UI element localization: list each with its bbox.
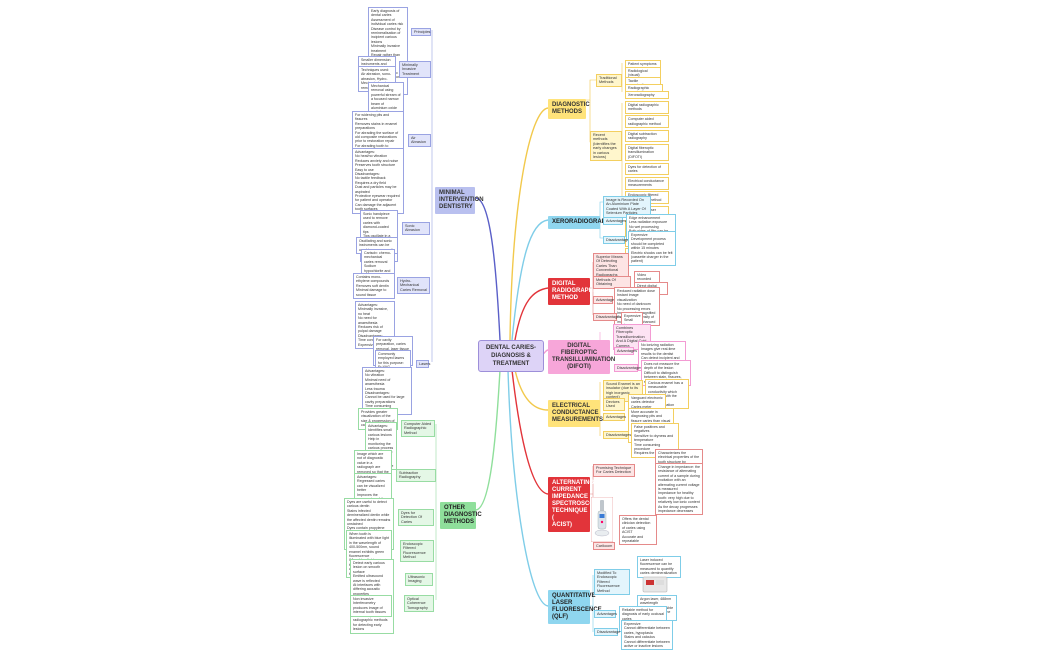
digital-advantages-node[interactable]: Advantages — [593, 296, 616, 305]
xeroradiography-topic[interactable]: XERORADIOGRAPHY — [548, 216, 614, 229]
xero-disadvantage-leaf: Expensive Development process should be … — [628, 231, 676, 266]
digital-intro-node[interactable]: Superior Means Of Detecting Caries Than … — [593, 253, 629, 280]
recent-item: Digital radiographic methods — [625, 100, 669, 114]
traditional-methods-node[interactable]: Traditional Methods — [596, 74, 622, 87]
recent-item: Xeroradiography — [625, 91, 669, 100]
central-topic-label: DENTAL CARIES- DIAGNOSIS & TREATMENT — [485, 345, 537, 367]
xero-disadvantage-node[interactable]: Disadvantage — [603, 236, 629, 245]
acist-leaf-impedance: Change in impedance: the resistance of a… — [655, 463, 703, 516]
mid-air-abrasion-node[interactable]: Air Abrasion — [408, 134, 431, 147]
ecm-advantages-node[interactable]: Advantages — [603, 413, 626, 422]
ecm-intro-node[interactable]: Sound Enamel is an insulator (due to its… — [603, 380, 643, 402]
other-diagnostic-topic[interactable]: OTHER DIAGNOSTIC METHODS — [440, 502, 482, 529]
digital-disadvantages-node[interactable]: Disadvantages — [593, 313, 621, 322]
difoti-topic[interactable]: DIGITAL FIBEROPTIC TRANSILLUMINATION (DI… — [548, 340, 615, 374]
mid-hmc-leaf-2: Contains mono-ethylene compounds Removes… — [353, 273, 395, 300]
recent-item: Digital subtraction radiography — [625, 129, 669, 143]
electrical-conductance-topic[interactable]: ELECTRICAL CONDUCTANCE MEASUREMENTS — [548, 400, 603, 427]
acist-topic[interactable]: ALTERNATING CURRENT IMPEDANCE SPECTROSCO… — [548, 477, 602, 532]
other-oct-leaf: Non invasive Interferometry produces ima… — [350, 595, 392, 617]
recent-item: Electrical conductance measurements — [625, 176, 669, 190]
qlf-advantages-node[interactable]: Advantages — [594, 610, 617, 619]
recent-item: Computer aided radiographic method — [625, 115, 669, 129]
other-oct-node[interactable]: Optical Coherence Tomography — [404, 595, 434, 613]
other-cad-node[interactable]: Computer Aided Radiographic Method — [401, 420, 435, 438]
qlf-disadvantage-node[interactable]: Disadvantage — [594, 628, 620, 637]
qlf-disadvantage-leaf: Expensive Cannot differentiate between c… — [621, 620, 673, 650]
carikoom-device-image — [590, 496, 614, 543]
mid-hydro-mechanical-node[interactable]: Hydro-Mechanical Caries Removal — [397, 277, 430, 295]
mid-sonic-abrasion-node[interactable]: Sonic Abrasion — [402, 222, 430, 235]
recent-item: Dyes for detection of caries — [625, 162, 669, 176]
carikoom-caption: Carikoom — [593, 542, 615, 551]
mid-minimally-invasive-node[interactable]: Minimally Invasive Treatment — [399, 61, 431, 79]
mid-laser-leaf-3: Advantages: No vibration Minimal need of… — [362, 367, 412, 416]
qlf-intro-node[interactable]: Modified To Endoscopic Filtered Fluoresc… — [594, 569, 630, 596]
other-ultrasonic-node[interactable]: Ultrasonic Imaging — [405, 573, 433, 586]
other-dyes-node[interactable]: Dyes for Detection Of Caries — [398, 509, 434, 527]
recent-methods-node[interactable]: Recent methods (Identifies the early cha… — [590, 131, 622, 162]
qlf-device-image — [641, 574, 671, 596]
mid-principles-node[interactable]: Principles — [411, 28, 431, 37]
ecm-disadvantages-node[interactable]: Disadvantages — [603, 431, 631, 440]
ecm-devices-node[interactable]: Devices Used — [603, 398, 625, 411]
acist-intro-node[interactable]: Promising Technique For Caries Detection — [593, 464, 635, 477]
other-eff-node[interactable]: Endoscopic Filtered Fluorescence Method — [400, 540, 434, 562]
carikoom-leaf: Offers the dental clinician detection of… — [619, 515, 657, 546]
central-topic[interactable]: DENTAL CARIES- DIAGNOSIS & TREATMENT — [478, 340, 544, 372]
difoti-advantages-node[interactable]: Advantages — [614, 347, 637, 356]
qlf-intro-leaf-1: Laser induced fluorescence can be measur… — [637, 556, 681, 578]
xero-intro-node[interactable]: Image is Recorded On An Aluminium Plate … — [603, 196, 651, 218]
digital-radiographic-topic[interactable]: DIGITAL RADIOGRAPHIC METHOD — [548, 278, 599, 305]
recent-item: Digital fiberoptic transillumination (DI… — [625, 143, 669, 162]
xero-advantages-node[interactable]: Advantages — [603, 217, 626, 226]
other-subtraction-node[interactable]: Subtraction Radiography — [396, 469, 436, 482]
diagnostic-methods-topic[interactable]: DIAGNOSTIC METHODS — [548, 99, 590, 119]
mid-air-leaf-3: Advantages: No heat/no vibration Reduces… — [352, 148, 404, 214]
ecm-devices-leaf: Vanguard electronic caries detector Cari… — [628, 394, 666, 412]
difoti-disadvantages-node[interactable]: Disadvantages — [614, 364, 642, 373]
digital-methods-node[interactable]: Methods Of Obtaining — [593, 276, 631, 289]
minimal-intervention-topic[interactable]: MINIMAL INTERVENTION DENTISTRY — [435, 187, 484, 214]
mid-lasers-node[interactable]: Lasers — [416, 360, 430, 369]
qlf-topic[interactable]: QUANTITATIVE LASER FLUORESCENCE (QLF) — [548, 590, 602, 624]
